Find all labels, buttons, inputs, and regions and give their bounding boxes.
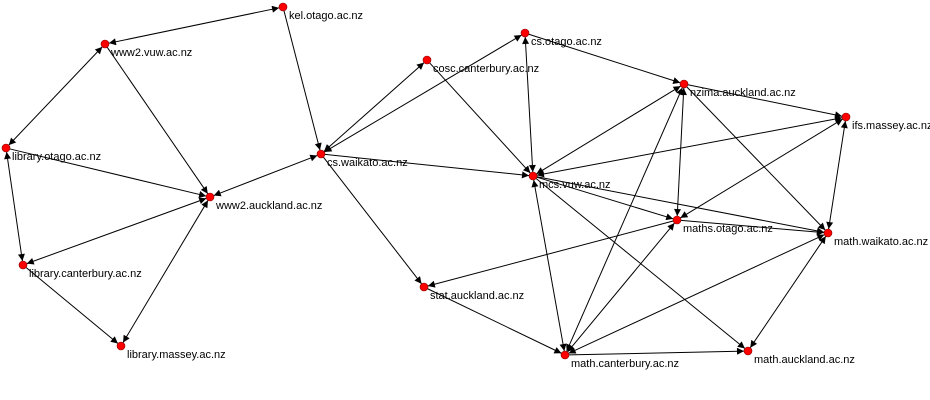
node-marker[interactable] [422, 55, 432, 65]
node-label: math.waikato.ac.nz [834, 236, 928, 248]
node-www2auck[interactable]: www2.auckland.ac.nz [205, 192, 322, 212]
node-marker[interactable] [1, 143, 11, 153]
node-mathwaikato[interactable]: math.waikato.ac.nz [823, 228, 928, 248]
node-marker[interactable] [743, 346, 753, 356]
edge-mcsvuw-mathcant [531, 179, 567, 352]
node-label: cs.otago.ac.nz [531, 36, 602, 48]
edge-ifsmassey-mathwaikato [826, 120, 848, 230]
edge-cosccant-mcsvuw [429, 62, 531, 174]
node-label: kel.otago.ac.nz [289, 10, 363, 22]
edge-cswaikato-csotago [324, 34, 522, 153]
edge-mcsvuw-csotago [522, 36, 536, 173]
node-label: www2.auckland.ac.nz [215, 200, 322, 212]
node-label: math.canterbury.ac.nz [571, 358, 679, 370]
node-mathauck[interactable]: math.auckland.ac.nz [743, 346, 855, 366]
edge-mathcant-mathauck [568, 347, 745, 356]
node-marker[interactable] [18, 260, 28, 270]
edge-mathwaikato-mathauck [749, 236, 827, 348]
node-marker[interactable] [205, 192, 215, 202]
edge-mcsvuw-mathwaikato [536, 176, 825, 235]
nodes-layer: kel.otago.ac.nz www2.vuw.ac.nz library.ota… [1, 2, 930, 370]
node-libotago[interactable]: library.otago.ac.nz [1, 143, 101, 163]
node-cosccant[interactable]: cosc.canterbury.ac.nz [422, 55, 539, 75]
node-mathcant[interactable]: math.canterbury.ac.nz [560, 350, 679, 370]
node-label: math.auckland.ac.nz [754, 354, 855, 366]
edge-kel-www2vuw [108, 5, 280, 46]
node-marker[interactable] [823, 228, 833, 238]
node-kel[interactable]: kel.otago.ac.nz [278, 2, 363, 22]
edge-ifsmassey-mathsotago [680, 118, 843, 219]
node-marker[interactable] [672, 215, 682, 225]
node-marker[interactable] [841, 112, 851, 122]
node-www2vuw[interactable]: www2.vuw.ac.nz [100, 39, 192, 59]
node-marker[interactable] [116, 341, 126, 351]
edge-mathsotago-mathcant [567, 222, 675, 353]
edge-libotago-www2auck [9, 148, 207, 198]
node-marker[interactable] [528, 171, 538, 181]
node-marker[interactable] [560, 350, 570, 360]
node-label: maths.otago.ac.nz [683, 223, 773, 235]
node-marker[interactable] [419, 282, 429, 292]
edge-ifsmassey-mcsvuw [536, 115, 843, 178]
node-marker[interactable] [679, 79, 689, 89]
node-label: library.canterbury.ac.nz [29, 268, 142, 280]
node-marker[interactable] [278, 2, 288, 12]
node-mathsotago[interactable]: maths.otago.ac.nz [672, 215, 773, 235]
node-label: library.massey.ac.nz [127, 349, 226, 361]
edge-csotago-nzima [528, 33, 681, 84]
edge-www2vuw-www2auck [106, 47, 209, 194]
node-marker[interactable] [100, 39, 110, 49]
edge-nzima-ifsmassey [687, 84, 843, 119]
node-label: www2.vuw.ac.nz [110, 47, 192, 59]
node-mcsvuw[interactable]: mcs.vuw.ac.nz [528, 171, 611, 191]
edge-www2auck-libmassey [122, 200, 209, 343]
edge-libotago-libcant [4, 151, 25, 262]
edge-cswaikato-www2auck [213, 154, 318, 197]
node-label: library.otago.ac.nz [12, 151, 101, 163]
node-libcant[interactable]: library.canterbury.ac.nz [18, 260, 142, 280]
node-ifsmassey[interactable]: ifs.massey.ac.nz [841, 112, 930, 132]
node-marker[interactable] [316, 149, 326, 159]
edge-nzima-mathsotago [674, 87, 687, 217]
edge-www2auck-libcant [26, 197, 207, 265]
edge-mcsvuw-nzima [536, 85, 681, 175]
edge-libcant-libmassey [25, 267, 119, 344]
edges-layer [4, 5, 848, 356]
edge-cswaikato-mcsvuw [324, 153, 530, 179]
edge-statauck-mathcant [427, 288, 562, 354]
node-cswaikato[interactable]: cs.waikato.ac.nz [316, 149, 408, 169]
node-label: cosc.canterbury.ac.nz [433, 63, 539, 75]
node-label: stat.auckland.ac.nz [430, 290, 524, 302]
node-label: nzima.auckland.ac.nz [690, 87, 796, 99]
node-libmassey[interactable]: library.massey.ac.nz [116, 341, 226, 361]
edge-cswaikato-cosccant [323, 62, 425, 152]
node-marker[interactable] [520, 28, 530, 38]
edge-nzima-mathcant [566, 87, 683, 352]
edge-mathwaikato-mathcant [568, 234, 825, 354]
edge-kel-cswaikato [283, 10, 322, 151]
node-label: cs.waikato.ac.nz [327, 157, 408, 169]
node-label: ifs.massey.ac.nz [852, 120, 930, 132]
node-label: mcs.vuw.ac.nz [539, 179, 611, 191]
node-nzima[interactable]: nzima.auckland.ac.nz [679, 79, 796, 99]
edge-www2vuw-libotago [8, 46, 103, 146]
edge-mathsotago-mathwaikato [680, 219, 825, 236]
node-csotago[interactable]: cs.otago.ac.nz [520, 28, 602, 48]
edge-cswaikato-statauck [323, 156, 422, 285]
node-statauck[interactable]: stat.auckland.ac.nz [419, 282, 524, 302]
